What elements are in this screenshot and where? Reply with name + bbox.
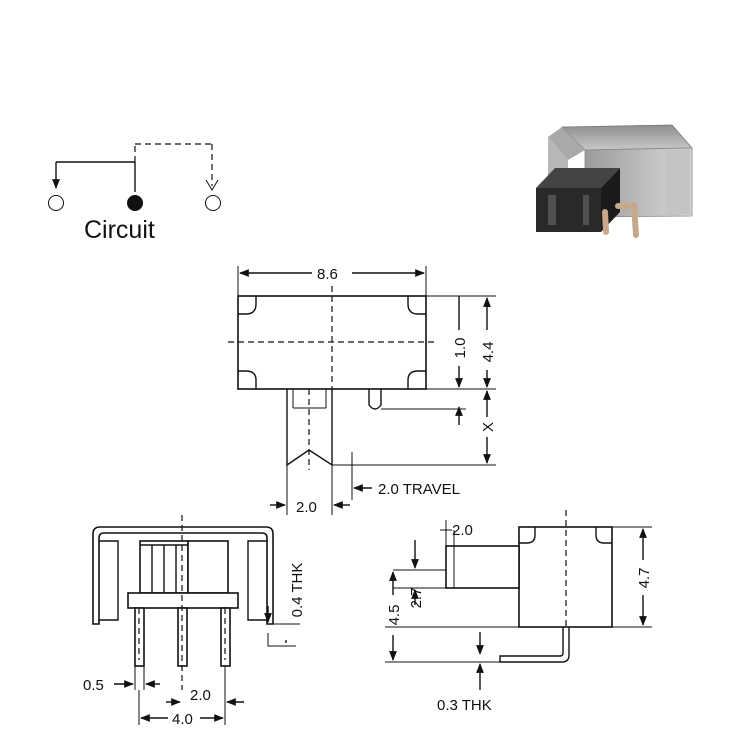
dim-top-x: X — [480, 422, 497, 432]
circuit-title: Circuit — [84, 216, 155, 244]
dim-front-span: 4.0 — [172, 711, 193, 728]
dim-front-thickness: 0.4 THK — [289, 563, 306, 618]
dim-front-pitch: 2.0 — [190, 687, 211, 704]
dim-side-thickness: 0.3 THK — [437, 697, 492, 714]
slide-switch-photo — [536, 124, 693, 238]
terminal-right-circle — [205, 195, 221, 211]
dim-side-actuator-height: 2.7 — [408, 588, 425, 609]
dim-top-width: 8.6 — [317, 266, 338, 283]
dim-front-pin: 0.5 — [83, 677, 104, 694]
dim-top-height: 4.4 — [480, 342, 497, 363]
common-terminal-dot — [127, 195, 143, 211]
dim-top-inner: 1.0 — [452, 338, 469, 359]
terminal-left-circle — [48, 195, 64, 211]
dim-side-offset: 4.5 — [386, 605, 403, 626]
front-view: 0.4 THK 0.5 2.0 4.0 — [83, 515, 306, 728]
dim-top-actuator: 2.0 — [296, 499, 317, 516]
top-view: 8.6 4.4 1.0 X 2.0 2.0 TRAVEL — [228, 266, 497, 516]
dim-side-actuator: 2.0 — [452, 522, 473, 539]
dim-top-travel: 2.0 TRAVEL — [378, 481, 460, 498]
side-view: 2.0 2.7 4.5 4.7 0.3 THK — [385, 510, 653, 714]
circuit-symbol: Circuit — [48, 143, 221, 244]
dim-side-height: 4.7 — [636, 568, 653, 589]
